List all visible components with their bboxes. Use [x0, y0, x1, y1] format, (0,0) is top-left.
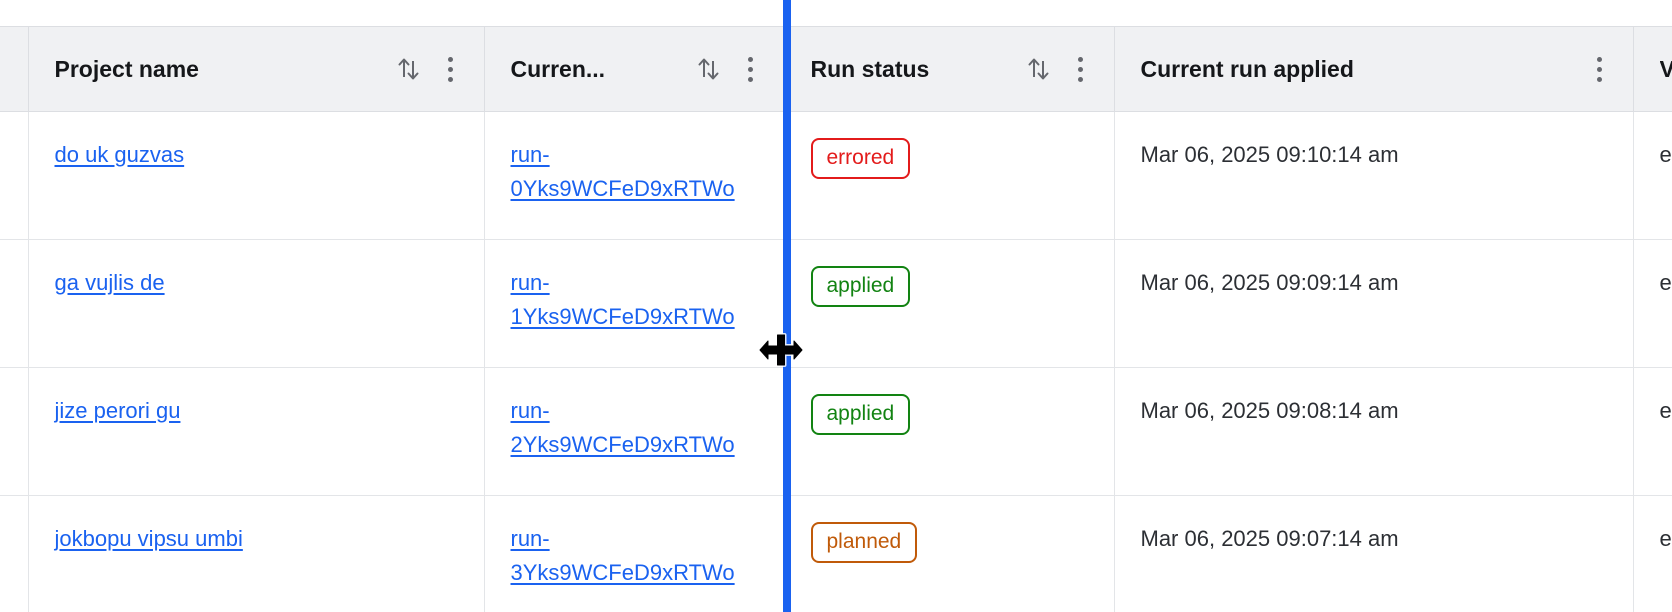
status-badge: applied [810, 266, 911, 308]
status-badge: applied [810, 394, 911, 436]
column-header-current-run-label: Curren... [510, 55, 606, 82]
project-name-link[interactable]: jize perori gu [54, 398, 181, 423]
cell-current-run: run-1Yks9WCFeD9xRTWo [484, 239, 785, 368]
project-name-link[interactable]: ga vujlis de [54, 270, 165, 295]
kebab-dot [448, 76, 453, 82]
cell-current-run-applied: Mar 06, 2025 09:08:14 am [1114, 367, 1634, 496]
sort-icon[interactable] [392, 49, 426, 89]
sort-icon[interactable] [692, 49, 726, 89]
kebab-dot [1597, 56, 1602, 62]
cell-run-status: errored [784, 111, 1115, 240]
cell-truncated-next: e [1633, 111, 1672, 240]
applied-timestamp: Mar 06, 2025 09:09:14 am [1140, 270, 1399, 295]
kebab-dot [748, 66, 753, 72]
column-header-truncated-next-label: V [1659, 55, 1672, 82]
cell-current-run-applied: Mar 06, 2025 09:07:14 am [1114, 495, 1634, 612]
truncated-next-value: e [1659, 526, 1672, 551]
column-menu-kebab-icon[interactable] [1066, 49, 1096, 89]
header-row: Project name [0, 26, 1672, 112]
row-gutter-cell [0, 495, 29, 612]
cell-current-run: run-3Yks9WCFeD9xRTWo [484, 495, 785, 612]
current-run-link[interactable]: run-0Yks9WCFeD9xRTWo [510, 142, 735, 201]
project-name-link[interactable]: jokbopu vipsu umbi [54, 526, 243, 551]
kebab-dot [448, 66, 453, 72]
kebab-dot [748, 76, 753, 82]
kebab-dot [448, 56, 453, 62]
truncated-next-value: e [1659, 398, 1672, 423]
status-badge: planned [810, 522, 918, 564]
column-header-current-run[interactable]: Curren... [484, 26, 785, 112]
column-header-gutter [0, 26, 29, 112]
current-run-link[interactable]: run-2Yks9WCFeD9xRTWo [510, 398, 735, 457]
cell-project-name: jokbopu vipsu umbi [28, 495, 485, 612]
column-header-run-status-label: Run status [810, 55, 930, 82]
cell-project-name: do uk guzvas [28, 111, 485, 240]
applied-timestamp: Mar 06, 2025 09:10:14 am [1140, 142, 1399, 167]
kebab-dot [748, 56, 753, 62]
column-header-project-name-label: Project name [54, 55, 199, 82]
kebab-dot [1078, 66, 1083, 72]
column-header-current-run-applied-label: Current run applied [1140, 55, 1354, 82]
truncated-next-value: e [1659, 142, 1672, 167]
kebab-dot [1078, 76, 1083, 82]
kebab-dot [1078, 56, 1083, 62]
table-row: jokbopu vipsu umbi run-3Yks9WCFeD9xRTWo … [0, 495, 1672, 612]
column-menu-kebab-icon[interactable] [736, 49, 766, 89]
table-header: Project name [0, 26, 1672, 112]
sort-icon[interactable] [1022, 49, 1056, 89]
current-run-link[interactable]: run-1Yks9WCFeD9xRTWo [510, 270, 735, 329]
column-menu-kebab-icon[interactable] [436, 49, 466, 89]
cell-current-run: run-2Yks9WCFeD9xRTWo [484, 367, 785, 496]
cell-run-status: applied [784, 367, 1115, 496]
cell-truncated-next: e [1633, 367, 1672, 496]
cell-project-name: ga vujlis de [28, 239, 485, 368]
cell-current-run: run-0Yks9WCFeD9xRTWo [484, 111, 785, 240]
current-run-link[interactable]: run-3Yks9WCFeD9xRTWo [510, 526, 735, 585]
table-row: ga vujlis de run-1Yks9WCFeD9xRTWo applie… [0, 239, 1672, 368]
table-row: jize perori gu run-2Yks9WCFeD9xRTWo appl… [0, 367, 1672, 496]
cell-project-name: jize perori gu [28, 367, 485, 496]
table-body: do uk guzvas run-0Yks9WCFeD9xRTWo errore… [0, 111, 1672, 612]
row-gutter-cell [0, 367, 29, 496]
cell-current-run-applied: Mar 06, 2025 09:10:14 am [1114, 111, 1634, 240]
column-header-project-name[interactable]: Project name [28, 26, 485, 112]
cell-run-status: applied [784, 239, 1115, 368]
cell-current-run-applied: Mar 06, 2025 09:09:14 am [1114, 239, 1634, 368]
row-gutter-cell [0, 239, 29, 368]
projects-table-container: Project name [0, 26, 1672, 612]
cell-run-status: planned [784, 495, 1115, 612]
row-gutter-cell [0, 111, 29, 240]
projects-table: Project name [0, 26, 1672, 612]
column-header-run-status[interactable]: Run status [784, 26, 1115, 112]
kebab-dot [1597, 76, 1602, 82]
applied-timestamp: Mar 06, 2025 09:07:14 am [1140, 526, 1399, 551]
column-header-truncated-next[interactable]: V [1633, 26, 1672, 112]
project-name-link[interactable]: do uk guzvas [54, 142, 185, 167]
column-header-current-run-applied[interactable]: Current run applied [1114, 26, 1634, 112]
cell-truncated-next: e [1633, 239, 1672, 368]
cell-truncated-next: e [1633, 495, 1672, 612]
truncated-next-value: e [1659, 270, 1672, 295]
applied-timestamp: Mar 06, 2025 09:08:14 am [1140, 398, 1399, 423]
kebab-dot [1597, 66, 1602, 72]
column-menu-kebab-icon[interactable] [1585, 49, 1615, 89]
table-row: do uk guzvas run-0Yks9WCFeD9xRTWo errore… [0, 111, 1672, 240]
status-badge: errored [810, 138, 911, 180]
